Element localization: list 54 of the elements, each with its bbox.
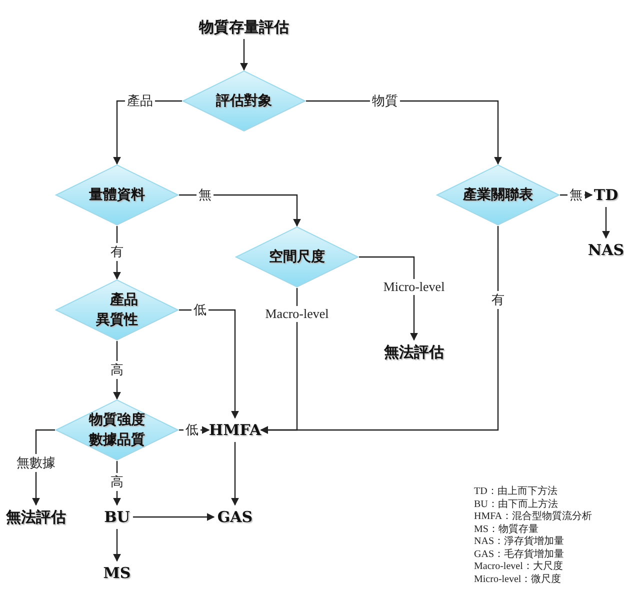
edge-label: 高 [108,473,126,491]
note-text: NAS：淨存貨增加量 [474,536,564,548]
arrow [359,256,418,341]
edge-label: 產品 [125,92,155,110]
edge-label: 有 [490,291,506,309]
diamond-label: 產業關聯表 [463,186,533,205]
edge-label: 高 [108,361,126,379]
arrow [602,207,610,239]
result-text: NAS [588,239,624,261]
result-text: 無法評估 [381,341,447,363]
edge-label: 無數據 [14,454,58,472]
diamond-label: 產品異質性 [96,291,138,330]
edge-label: 無 [568,186,584,204]
note-text: MS：物質存量 [474,524,538,536]
decision-diamond [182,70,306,132]
diamond-label: 空間尺度 [269,248,325,267]
note-text: Macro-level：大尺度 [474,561,563,573]
arrow [113,529,121,562]
note-text: HMFA：混合型物質流分析 [474,511,592,523]
edge-label: 低 [192,301,208,319]
note-text: BU：由下而上方法 [474,498,558,510]
decision-diamond [55,399,179,461]
edge-label: 無 [196,186,214,204]
decision-diamond [55,164,179,226]
result-text: GAS [215,506,255,528]
arrow [306,100,502,165]
edge-label: Macro-level [263,306,331,322]
arrow [179,194,301,227]
arrow [179,309,239,419]
arrow [260,226,499,434]
decision-diamond [436,164,560,226]
result-text: MS [100,562,134,584]
diamond-label: 量體資料 [89,186,145,205]
result-text: 無法評估 [3,506,69,528]
edge-label: 有 [108,243,126,261]
edge-label: 物質 [370,92,400,110]
note-text: GAS：毛存貨增加量 [474,548,564,560]
result-text: HMFA [210,419,260,441]
note-text: TD：由上而下方法 [474,486,558,498]
result-text: BU [102,506,132,528]
arrow [240,39,248,71]
arrow [231,442,239,506]
edge-label: Micro-level [381,279,447,295]
diamond-label: 物質強度數據品質 [89,410,145,450]
arrow [113,226,121,280]
arrow [113,341,121,400]
arrow [133,513,215,521]
result-text: TD [593,184,619,206]
decision-diamond [55,279,179,341]
diamond-label: 評估對象 [216,92,272,111]
decision-diamond [235,226,359,288]
edge-label: 低 [184,421,200,439]
result-text: 物質存量評估 [192,16,296,38]
note-text: Micro-level：微尺度 [474,574,562,586]
